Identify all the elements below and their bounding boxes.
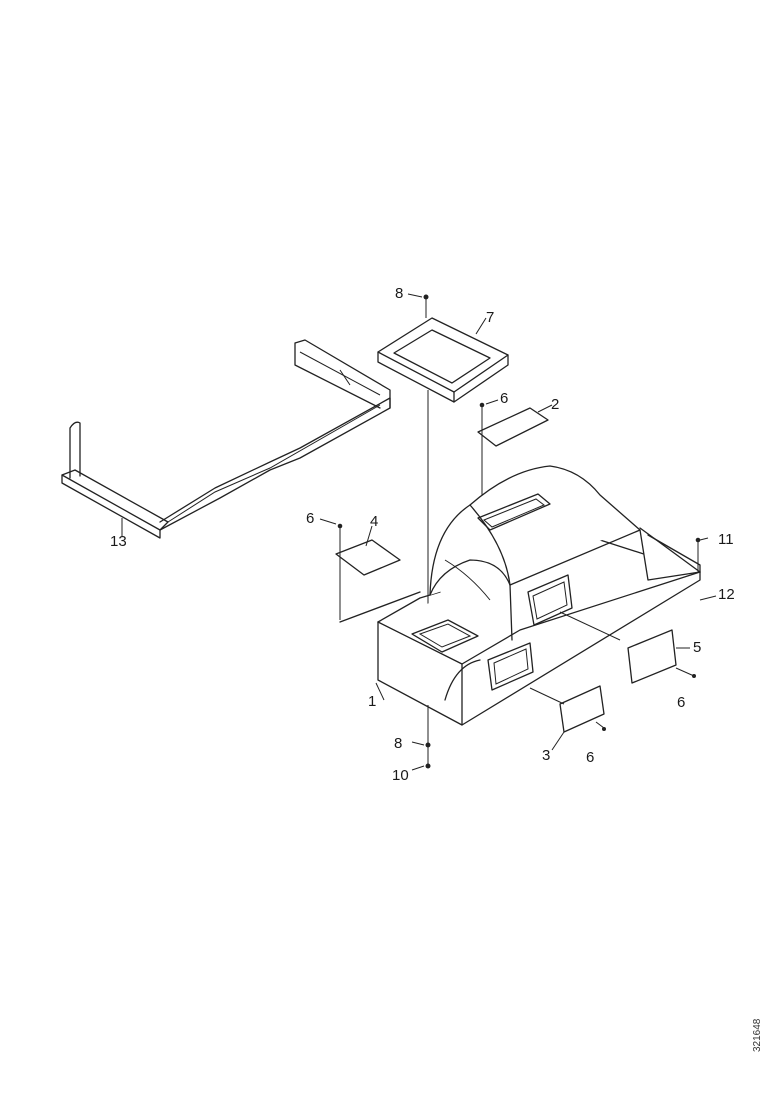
label-8-bottom: 8 xyxy=(394,735,402,752)
fastener-11 xyxy=(695,537,701,572)
label-7: 7 xyxy=(486,309,494,326)
fastener-8-top xyxy=(423,294,429,318)
fastener-6-front xyxy=(595,721,606,731)
label-11: 11 xyxy=(718,531,734,548)
fastener-8-bottom xyxy=(425,705,431,769)
label-3: 3 xyxy=(542,747,550,764)
part-4-plate xyxy=(335,523,401,620)
document-number: 321648 xyxy=(752,1018,763,1052)
label-12: 12 xyxy=(718,586,735,603)
part-3-plate xyxy=(529,685,605,733)
fastener-6-right xyxy=(675,667,696,678)
label-10: 10 xyxy=(392,767,409,784)
label-1: 1 xyxy=(368,693,376,710)
label-6-left: 6 xyxy=(306,510,314,527)
label-6-front: 6 xyxy=(586,749,594,766)
label-8-top: 8 xyxy=(395,285,403,302)
label-5: 5 xyxy=(693,639,701,656)
label-6-top: 6 xyxy=(500,390,508,407)
part-13-rail xyxy=(61,339,391,539)
label-4: 4 xyxy=(370,513,378,530)
label-13: 13 xyxy=(110,533,127,550)
part-1-housing xyxy=(339,465,701,726)
part-labels: 8 7 6 2 6 4 13 11 12 5 6 1 8 10 3 6 xyxy=(110,285,735,784)
part-7-tray xyxy=(377,317,509,620)
label-6-right: 6 xyxy=(677,694,685,711)
leader-lines xyxy=(121,293,717,771)
part-5-plate xyxy=(627,629,677,684)
label-2: 2 xyxy=(551,396,559,413)
